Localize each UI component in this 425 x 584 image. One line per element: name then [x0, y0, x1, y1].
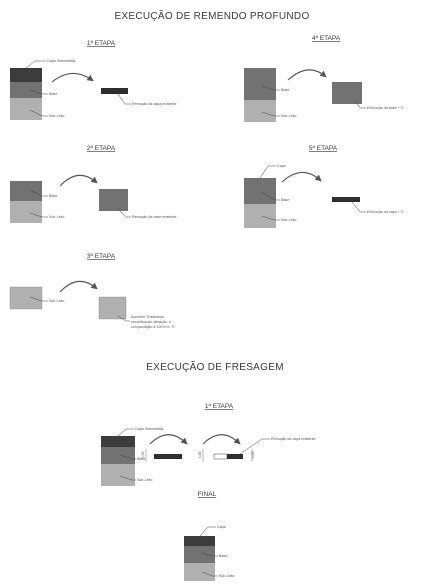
r3-aumento-line1: Aumento Tratamento: [131, 315, 165, 319]
r4-new-base: [332, 82, 362, 104]
r4-base-layer: [244, 68, 276, 100]
r3-subleito-layer: [9, 286, 43, 310]
stage-final-label: FINAL: [198, 491, 217, 498]
stage-r2: Base Sub-Leito Remoção da base existente: [10, 174, 177, 223]
stage-r4-label: 4ª ETAPA: [312, 35, 341, 42]
stage-r3: Sub-Leito Aumento Tratamento escarificaç…: [9, 280, 176, 329]
final-capa-label: Capa: [217, 525, 226, 529]
stage-r1-label: 1ª ETAPA: [87, 40, 116, 47]
r5-execucao-capa-label: Execução da capa + Tr: [367, 210, 405, 214]
r3-arrow: [59, 280, 98, 293]
f1-base-layer: [101, 447, 135, 464]
title-remendo-profundo: EXECUÇÃO DE REMENDO PROFUNDO: [114, 9, 309, 22]
stage-r5: Capa Base Sub-Leito Execução da capa + T…: [244, 164, 405, 228]
r4-base-label: Base: [281, 88, 289, 92]
f1-milled-strip: [154, 454, 182, 459]
r5-arrow: [281, 171, 322, 183]
r4-subleito-layer: [244, 100, 276, 122]
r5-capa-label: Capa: [277, 164, 286, 168]
r2-removed-base: [99, 189, 128, 211]
title-fresagem: EXECUÇÃO DE FRESAGEM: [146, 360, 284, 373]
final-base-layer: [184, 546, 215, 563]
r2-remocao-base-label: Remoção da base existente: [132, 215, 177, 219]
f1-subleito-label: Sub-Leito: [137, 478, 152, 482]
r4-arrow: [287, 69, 327, 81]
r3-subleito-label: Sub-Leito: [49, 299, 64, 303]
r1-subleito-layer: [10, 98, 42, 120]
stage-final: Capa Base Sub-Leito: [184, 525, 234, 581]
f1-base-label: Base: [137, 457, 145, 461]
r1-remocao-capa-label: Remoção da capa existente: [132, 102, 177, 106]
final-capa-layer: [184, 536, 215, 546]
f1-new-capa-dark: [227, 454, 243, 459]
r1-capa-layer: [10, 68, 42, 82]
r2-subleito-layer: [10, 201, 42, 223]
final-base-label: Base: [219, 554, 227, 558]
f1-capa-layer: [101, 436, 135, 447]
f1-subleito-layer: [101, 464, 135, 486]
r3-aumento-line2: escarificação, aeração, e: [131, 320, 171, 324]
stage-f1: Capa Deteriorada Base Sub-Leito 3,00 3,0…: [101, 427, 316, 486]
r2-base-label: Base: [49, 194, 57, 198]
r4-execucao-base-label: Execução da base + Tr: [367, 106, 405, 110]
r1-base-layer: [10, 82, 42, 98]
f1-arrow-1: [149, 434, 188, 445]
r5-subleito-layer: [244, 204, 276, 228]
r2-arrow: [59, 174, 98, 187]
r1-capa-deteriorada-label: Capa Deteriorada: [47, 59, 75, 63]
f1-capa-deteriorada-label: Capa Deteriorada: [135, 427, 163, 431]
stage-r3-label: 3ª ETAPA: [87, 253, 116, 260]
stage-r4: Base Sub-Leito Execução da base + Tr: [244, 68, 405, 122]
f1-dim-before: 3,00: [141, 452, 145, 459]
r2-subleito-label: Sub-Leito: [49, 215, 64, 219]
stage-f1-label: 1ª ETAPA: [205, 403, 234, 410]
r5-base-layer: [244, 178, 276, 204]
r3-treated-subleito: [98, 296, 127, 320]
stage-r5-label: 5ª ETAPA: [309, 145, 338, 152]
r1-base-label: Base: [49, 92, 57, 96]
f1-remocao-capa-label: Remoção da capa existente: [271, 437, 316, 441]
r1-arrow: [51, 72, 94, 83]
stage-r2-label: 2ª ETAPA: [87, 145, 116, 152]
r5-new-capa: [332, 197, 360, 202]
r4-subleito-label: Sub-Leito: [281, 114, 296, 118]
r3-aumento-line3: compactação à 100% m. Tr: [131, 325, 176, 329]
final-subleito-label: Sub-Leito: [219, 574, 234, 578]
r2-base-layer: [10, 181, 42, 201]
f1-dim-after: 3,00: [251, 452, 255, 459]
r5-base-label: Base: [281, 198, 289, 202]
r1-removed-capa: [101, 88, 128, 94]
f1-new-capa-light: [213, 453, 228, 460]
r1-subleito-label: Sub-Leito: [49, 114, 64, 118]
stage-r1: Capa Deteriorada Base Sub-Leito Remoção …: [10, 59, 177, 120]
r5-subleito-label: Sub-Leito: [281, 218, 296, 222]
f1-arrow-2: [202, 434, 241, 445]
final-subleito-layer: [184, 563, 215, 581]
f1-dim-mid: 3,00: [198, 452, 202, 459]
